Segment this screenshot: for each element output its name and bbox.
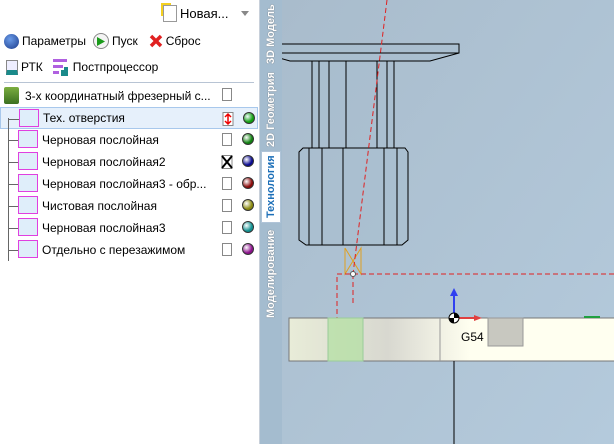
operation-item[interactable]: Чистовая послойная xyxy=(0,195,258,217)
chevron-down-icon[interactable] xyxy=(241,11,250,16)
operation-color-dot[interactable] xyxy=(242,133,254,145)
tree-connector xyxy=(8,140,18,141)
operation-icon xyxy=(18,130,38,148)
operation-label: Чистовая послойная xyxy=(42,199,157,213)
tree-connector xyxy=(8,250,18,251)
new-operation-button[interactable]: Новая... xyxy=(163,5,250,22)
play-icon xyxy=(92,33,109,49)
tab-3d-model[interactable]: 3D Модель xyxy=(265,4,277,64)
reset-button[interactable]: Сброс xyxy=(149,34,201,48)
nc-code-icon xyxy=(52,59,68,76)
parameters-button[interactable]: Параметры xyxy=(4,33,86,49)
milling-machine-icon xyxy=(4,87,19,104)
operation-icon xyxy=(18,174,38,192)
operation-icon xyxy=(18,218,38,236)
operation-item[interactable]: Тех. отверстия xyxy=(0,107,258,129)
document-icon[interactable] xyxy=(222,221,232,234)
toolpath xyxy=(336,0,614,318)
workpiece xyxy=(288,316,614,362)
operation-icon xyxy=(18,196,38,214)
operation-label: Тех. отверстия xyxy=(43,111,125,125)
operation-label: Черновая послойная3 - обр... xyxy=(42,177,207,191)
operations-panel: Новая... Параметры Пуск Сброс РТК Постпр… xyxy=(0,0,260,444)
tab-2d-geometry[interactable]: 2D Геометрия xyxy=(265,72,277,147)
rtk-button[interactable]: РТК xyxy=(6,59,43,75)
spindle-wireframe xyxy=(261,43,460,246)
tree-connector xyxy=(8,206,18,207)
document-crossed-icon[interactable] xyxy=(221,155,233,169)
document-error-icon[interactable] xyxy=(222,112,234,126)
operation-item[interactable]: Черновая послойная3 xyxy=(0,217,258,239)
operation-label: Отдельно с перезажимом xyxy=(42,243,186,257)
parameters-icon xyxy=(4,33,19,49)
operation-icon xyxy=(18,240,38,258)
machine-item[interactable]: 3-х координатный фрезерный с... xyxy=(4,87,232,104)
operation-color-dot[interactable] xyxy=(242,177,254,189)
operation-color-dot[interactable] xyxy=(242,199,254,211)
document-icon[interactable] xyxy=(222,177,232,190)
operation-icon xyxy=(18,152,38,170)
operation-item[interactable]: Черновая послойная2 xyxy=(0,151,258,173)
scene: G54 xyxy=(261,0,614,444)
operation-color-dot[interactable] xyxy=(242,155,254,167)
operation-color-dot[interactable] xyxy=(242,221,254,233)
tree-connector xyxy=(8,184,18,185)
postprocessor-button[interactable]: Постпроцессор xyxy=(52,58,158,76)
tab-technology[interactable]: Технология xyxy=(261,151,281,223)
operation-item[interactable]: Отдельно с перезажимом xyxy=(0,239,258,261)
tree-vertical-line xyxy=(8,118,9,261)
operation-item[interactable]: Черновая послойная xyxy=(0,129,258,151)
operation-label: Черновая послойная xyxy=(42,133,159,147)
tree-connector xyxy=(8,162,18,163)
wcs-label: G54 xyxy=(461,330,484,344)
3d-viewport[interactable]: G54 xyxy=(261,0,614,444)
divider xyxy=(4,82,254,83)
operation-item[interactable]: Черновая послойная3 - обр... xyxy=(0,173,258,195)
rtk-icon xyxy=(6,59,18,75)
document-icon[interactable] xyxy=(222,133,232,146)
close-icon xyxy=(149,34,162,48)
wcs-axes-icon xyxy=(448,288,482,324)
tree-connector xyxy=(9,119,19,120)
operation-label: Черновая послойная3 xyxy=(42,221,166,235)
operation-color-dot[interactable] xyxy=(242,243,254,255)
drill-tool xyxy=(344,246,362,276)
tree-connector xyxy=(8,228,18,229)
operation-color-dot[interactable] xyxy=(243,112,255,124)
document-icon xyxy=(222,88,232,101)
operation-icon xyxy=(19,109,39,127)
new-document-icon xyxy=(163,5,177,22)
run-button[interactable]: Пуск xyxy=(92,33,138,49)
document-icon[interactable] xyxy=(222,199,232,212)
operation-label: Черновая послойная2 xyxy=(42,155,166,169)
document-icon[interactable] xyxy=(222,243,232,256)
tab-modeling[interactable]: Моделирование xyxy=(265,229,277,319)
vertical-tab-strip: 3D Модель 2D Геометрия Технология Модели… xyxy=(260,0,282,444)
